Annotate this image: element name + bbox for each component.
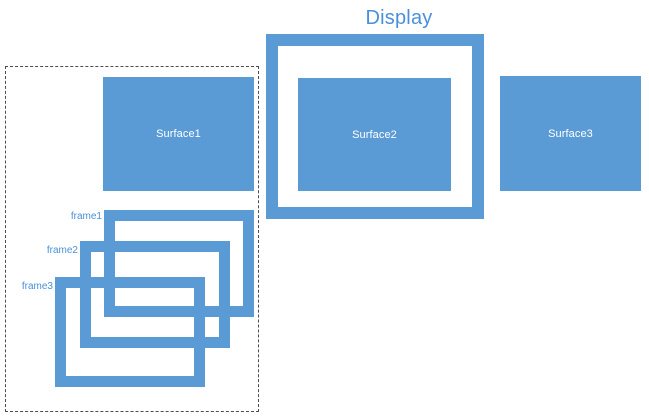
weave-chip-frame2-left — [80, 241, 91, 348]
frame2-label: frame2 — [46, 245, 78, 256]
surface1-box[interactable]: Surface1 — [103, 77, 254, 191]
weave-chip-frame3-bottom — [55, 376, 205, 387]
weave-chip-frame2-top — [80, 241, 114, 252]
surface2-outer-ring — [266, 34, 484, 219]
frame1-ring[interactable] — [104, 210, 254, 317]
weave-chip-frame1-right — [243, 210, 254, 317]
weave-chip-frame3-right — [194, 277, 205, 387]
group-region-dashed-border — [5, 66, 259, 412]
weave-chip-frame1-left-lower — [104, 288, 115, 317]
weave-chip-frame3-left — [55, 277, 66, 387]
weave-chip-frame1-left-upper — [104, 210, 115, 255]
surface2-box[interactable]: Surface2 — [298, 78, 451, 191]
surface2-label: Surface2 — [352, 128, 397, 141]
weave-chip-frame1-top — [104, 210, 254, 221]
weave-chip-frame3-top — [55, 277, 115, 288]
page-title: Display — [365, 7, 433, 29]
frame3-label: frame3 — [21, 281, 53, 292]
weave-chip-frame2-bottom — [80, 337, 230, 348]
surface3-box[interactable]: Surface3 — [500, 76, 641, 191]
surface3-label: Surface3 — [548, 127, 593, 140]
surface1-label: Surface1 — [156, 128, 201, 140]
weave-chip-frame1-bottom — [104, 306, 254, 317]
frame1-label: frame1 — [70, 211, 102, 222]
weave-chip-frame2-right — [219, 241, 230, 348]
